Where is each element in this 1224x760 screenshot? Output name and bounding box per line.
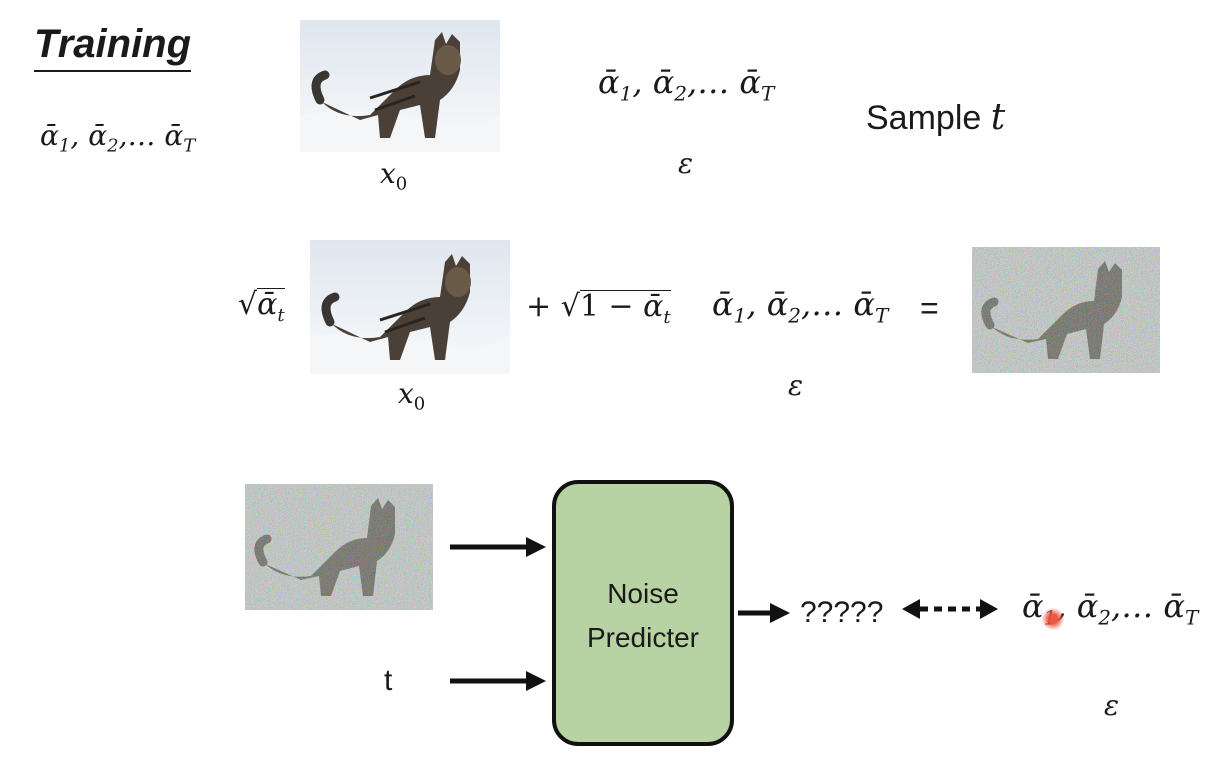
epsilon-bottom: ε [1104,692,1119,720]
cursor-pointer-icon [1042,608,1064,630]
noisy-input-image [245,484,433,610]
alpha-sequence-left: ᾱ1, ᾱ2,… ᾱT [40,122,195,156]
noise-predictor-box: Noise Predicter [552,480,734,746]
alpha-sequence-top: ᾱ1, ᾱ2,… ᾱT [598,66,774,103]
equals-sign: = [920,292,939,324]
arrow-predictor-to-output [736,600,792,626]
unknown-output: ????? [800,598,883,628]
arrow-t-to-predictor [448,668,548,694]
epsilon-equation: ε [788,372,803,400]
cat-image-equation [310,240,510,374]
arrow-image-to-predictor [448,534,548,560]
slide-title: Training [34,24,191,72]
noisy-cat-image [972,247,1160,373]
epsilon-top: ε [678,150,693,178]
x0-label-equation: x0 [398,380,425,414]
predictor-label-line2: Predicter [556,624,730,652]
alpha-sequence-equation: ᾱ1, ᾱ2,… ᾱT [712,288,888,325]
predictor-label-line1: Noise [556,580,730,608]
sample-t-text: Sample t [866,100,1005,136]
x0-label-top: x0 [380,160,407,194]
double-arrow-dashed [900,596,1000,622]
cat-image [300,20,500,152]
t-input-label: t [384,666,392,696]
sqrt-alpha-bar-t: √ᾱt [238,288,285,325]
sqrt-one-minus-alpha: + √1 − ᾱt [526,290,671,327]
